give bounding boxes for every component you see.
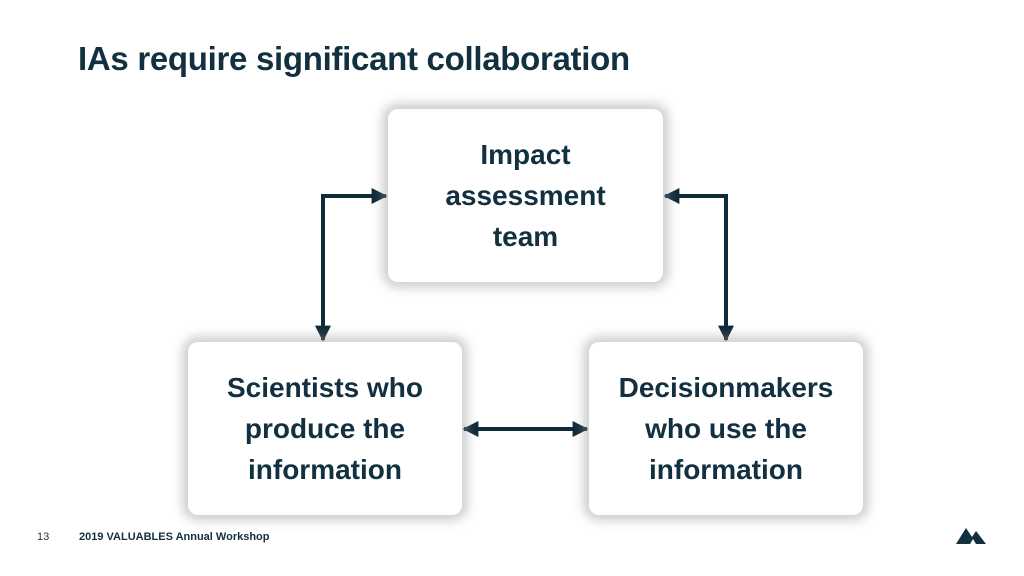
slide-title: IAs require significant collaboration xyxy=(78,40,630,77)
node-decisionmakers: Decisionmakers who use the information xyxy=(589,342,863,515)
node-impact-assessment-team: Impact assessment team xyxy=(388,109,663,282)
arrow-scientists-ia-team xyxy=(315,188,388,342)
node-label: Impact assessment team xyxy=(445,139,606,252)
page-number: 13 xyxy=(37,531,50,543)
footer-text: 2019 VALUABLES Annual Workshop xyxy=(79,531,270,543)
mountain-logo-icon xyxy=(956,528,986,544)
node-scientists: Scientists who produce the information xyxy=(188,342,462,515)
node-label: Decisionmakers who use the information xyxy=(618,372,834,485)
arrow-ia-team-decisionmakers xyxy=(663,188,734,342)
node-label: Scientists who produce the information xyxy=(226,372,424,485)
